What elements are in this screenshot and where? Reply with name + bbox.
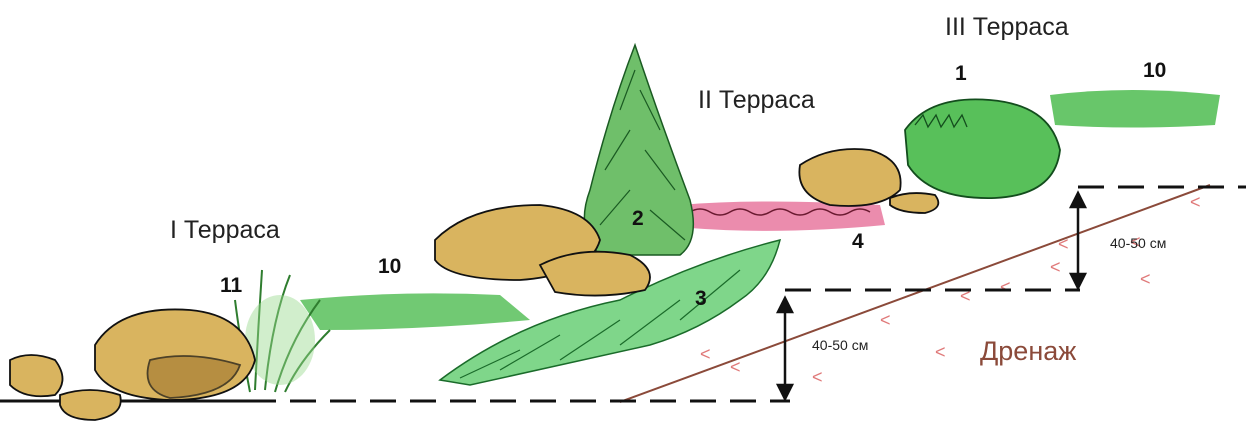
height-label-lower: 40-50 см [812,337,868,353]
stone-upper-small [890,193,938,213]
drainage-label: Дренаж [980,336,1076,366]
svg-text:<: < [1000,277,1011,297]
svg-text:<: < [700,344,711,364]
terrace-3-label: III Терраса [945,13,1069,41]
stone-small-bottom [60,390,121,420]
plant-number-2: 2 [632,207,644,230]
plant-number-10-left: 10 [378,255,401,278]
stone-middle-small [540,252,650,296]
plant-number-4: 4 [852,230,864,253]
svg-text:<: < [935,342,946,362]
svg-text:<: < [1190,192,1201,212]
ground-cover-10-right [1050,90,1220,128]
stone-upper [799,149,900,206]
terrace-1-label: I Терраса [170,216,280,244]
ground-cover-10-left [300,293,530,330]
height-label-upper: 40-50 см [1110,235,1166,251]
plant-number-11: 11 [220,274,243,297]
shrub-1 [905,99,1060,198]
svg-text:<: < [1140,269,1151,289]
grass-11-wash [245,295,315,385]
svg-text:<: < [812,367,823,387]
svg-text:<: < [1058,234,1069,254]
svg-text:<: < [730,357,741,377]
plant-number-1: 1 [955,62,967,85]
plant-number-10-right: 10 [1143,59,1166,82]
terrace-2-label: II Терраса [698,86,815,114]
plant-number-3: 3 [695,287,707,310]
svg-text:<: < [880,310,891,330]
svg-text:<: < [1050,257,1061,277]
stone-small-left [10,355,63,396]
